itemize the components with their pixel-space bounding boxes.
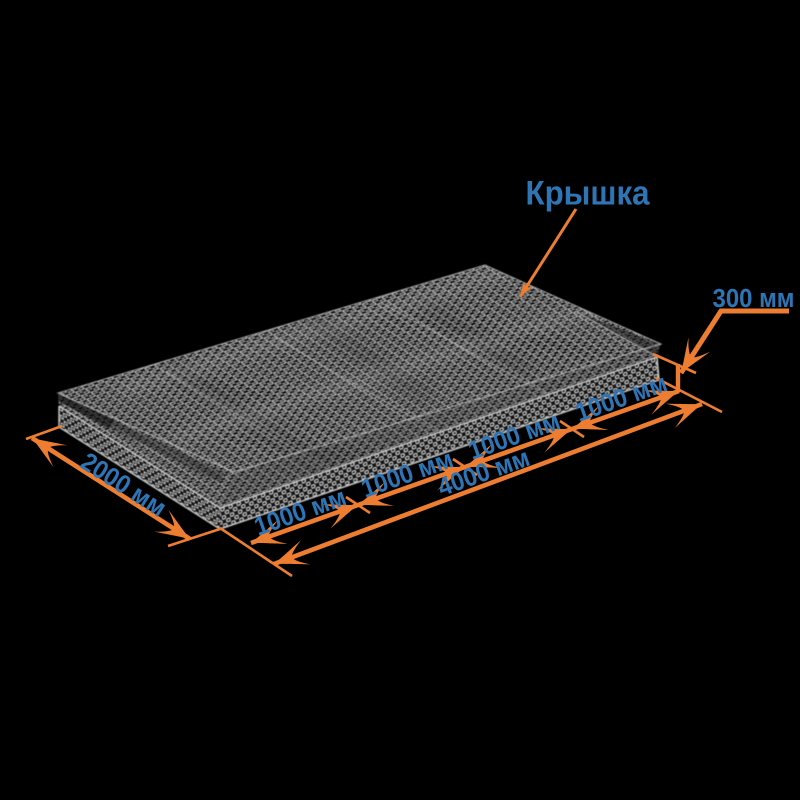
svg-text:300 мм: 300 мм [713,284,795,313]
svg-text:Крышка: Крышка [526,173,651,212]
